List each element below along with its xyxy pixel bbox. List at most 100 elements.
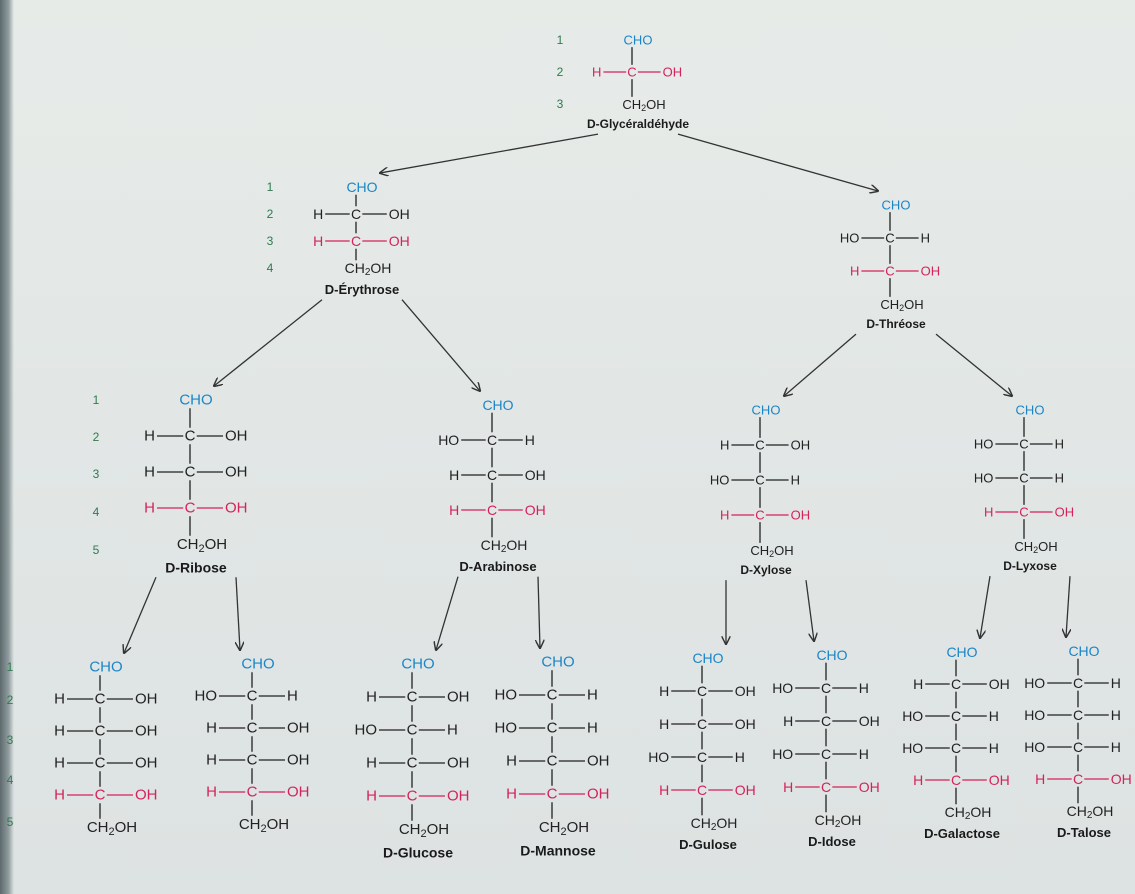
arrows-layer [124,133,1070,653]
carbon-atom: C [885,264,894,279]
left-substituent: H [913,676,923,692]
carbon-number-label: 2 [267,207,274,221]
left-substituent: H [54,787,65,804]
right-substituent: H [735,749,745,765]
left-substituent: HO [1024,707,1045,723]
left-substituent: H [54,691,65,708]
right-substituent: OH [135,787,158,804]
carbon-atom: C [247,752,258,769]
right-substituent: OH [989,676,1010,692]
terminal-ch2oh: CH2OH [87,819,137,839]
left-substituent: HO [438,432,459,448]
left-substituent: HO [902,708,923,724]
left-substituent: HO [1024,675,1045,691]
carbon-number-label: 3 [267,234,274,248]
left-substituent: HO [772,680,793,696]
right-substituent: H [921,231,930,246]
derivation-arrow [401,299,480,391]
right-substituent: OH [525,502,546,518]
left-substituent: H [850,264,859,279]
left-substituent: H [506,753,517,770]
terminal-ch2oh: CH2OH [691,815,738,833]
carbon-atom: C [755,473,764,488]
right-substituent: OH [135,723,158,740]
sugar-name: D-Thréose [866,317,926,331]
carbon-atom: C [185,428,196,445]
right-substituent: OH [135,691,158,708]
carbon-atom: C [697,782,707,798]
carbon-atom: C [951,676,961,692]
right-substituent: OH [447,689,470,706]
carbon-number-label: 2 [7,693,14,707]
carbon-number-label: 4 [93,505,100,519]
right-substituent: OH [735,716,756,732]
carbon-atom: C [95,755,106,772]
carbonyl-group: CHO [482,397,513,413]
carbon-number-label: 5 [7,815,14,829]
right-substituent: OH [859,779,880,795]
left-substituent: H [984,505,993,520]
carbon-number-label: 5 [93,543,100,557]
derivation-arrow [805,580,814,641]
right-substituent: H [859,680,869,696]
right-substituent: OH [389,233,410,249]
terminal-ch2oh: CH2OH [880,297,923,314]
left-substituent: H [313,233,323,249]
sugar-name: D-Gulose [679,837,737,852]
right-substituent: OH [587,786,610,803]
carbon-atom: C [951,772,961,788]
right-substituent: OH [1111,771,1132,787]
terminal-ch2oh: CH2OH [345,260,392,278]
carbon-number-label: 1 [557,33,564,47]
carbon-number-label: 4 [267,261,274,275]
derivation-arrow [935,333,1012,396]
derivation-arrow [538,576,540,648]
right-substituent: OH [447,755,470,772]
carbon-atom: C [1019,437,1028,452]
carbon-atom: C [547,753,558,770]
left-substituent: HO [710,473,730,488]
carbon-atom: C [185,500,196,517]
left-substituent: H [366,788,377,805]
sugar-name: D-Talose [1057,825,1111,840]
terminal-ch2oh: CH2OH [622,97,665,114]
left-substituent: H [206,720,217,737]
right-substituent: H [989,740,999,756]
right-substituent: OH [735,782,756,798]
right-substituent: OH [225,464,248,481]
right-substituent: OH [447,788,470,805]
left-substituent: HO [974,471,994,486]
carbonyl-group: CHO [346,179,377,195]
right-substituent: OH [525,467,546,483]
right-substituent: H [859,746,869,762]
right-substituent: OH [135,755,158,772]
sugar-name: D-Lyxose [1003,559,1057,573]
left-substituent: HO [772,746,793,762]
terminal-ch2oh: CH2OH [750,543,793,560]
derivation-arrow [124,576,157,653]
right-substituent: OH [663,65,683,80]
right-substituent: OH [225,500,248,517]
carbon-atom: C [547,687,558,704]
right-substituent: OH [921,264,941,279]
carbon-atom: C [697,683,707,699]
carbon-atom: C [697,749,707,765]
carbonyl-group: CHO [882,198,911,213]
left-substituent: HO [902,740,923,756]
terminal-ch2oh: CH2OH [239,816,289,836]
carbon-atom: C [487,502,497,518]
carbon-atom: C [351,233,361,249]
right-substituent: OH [989,772,1010,788]
